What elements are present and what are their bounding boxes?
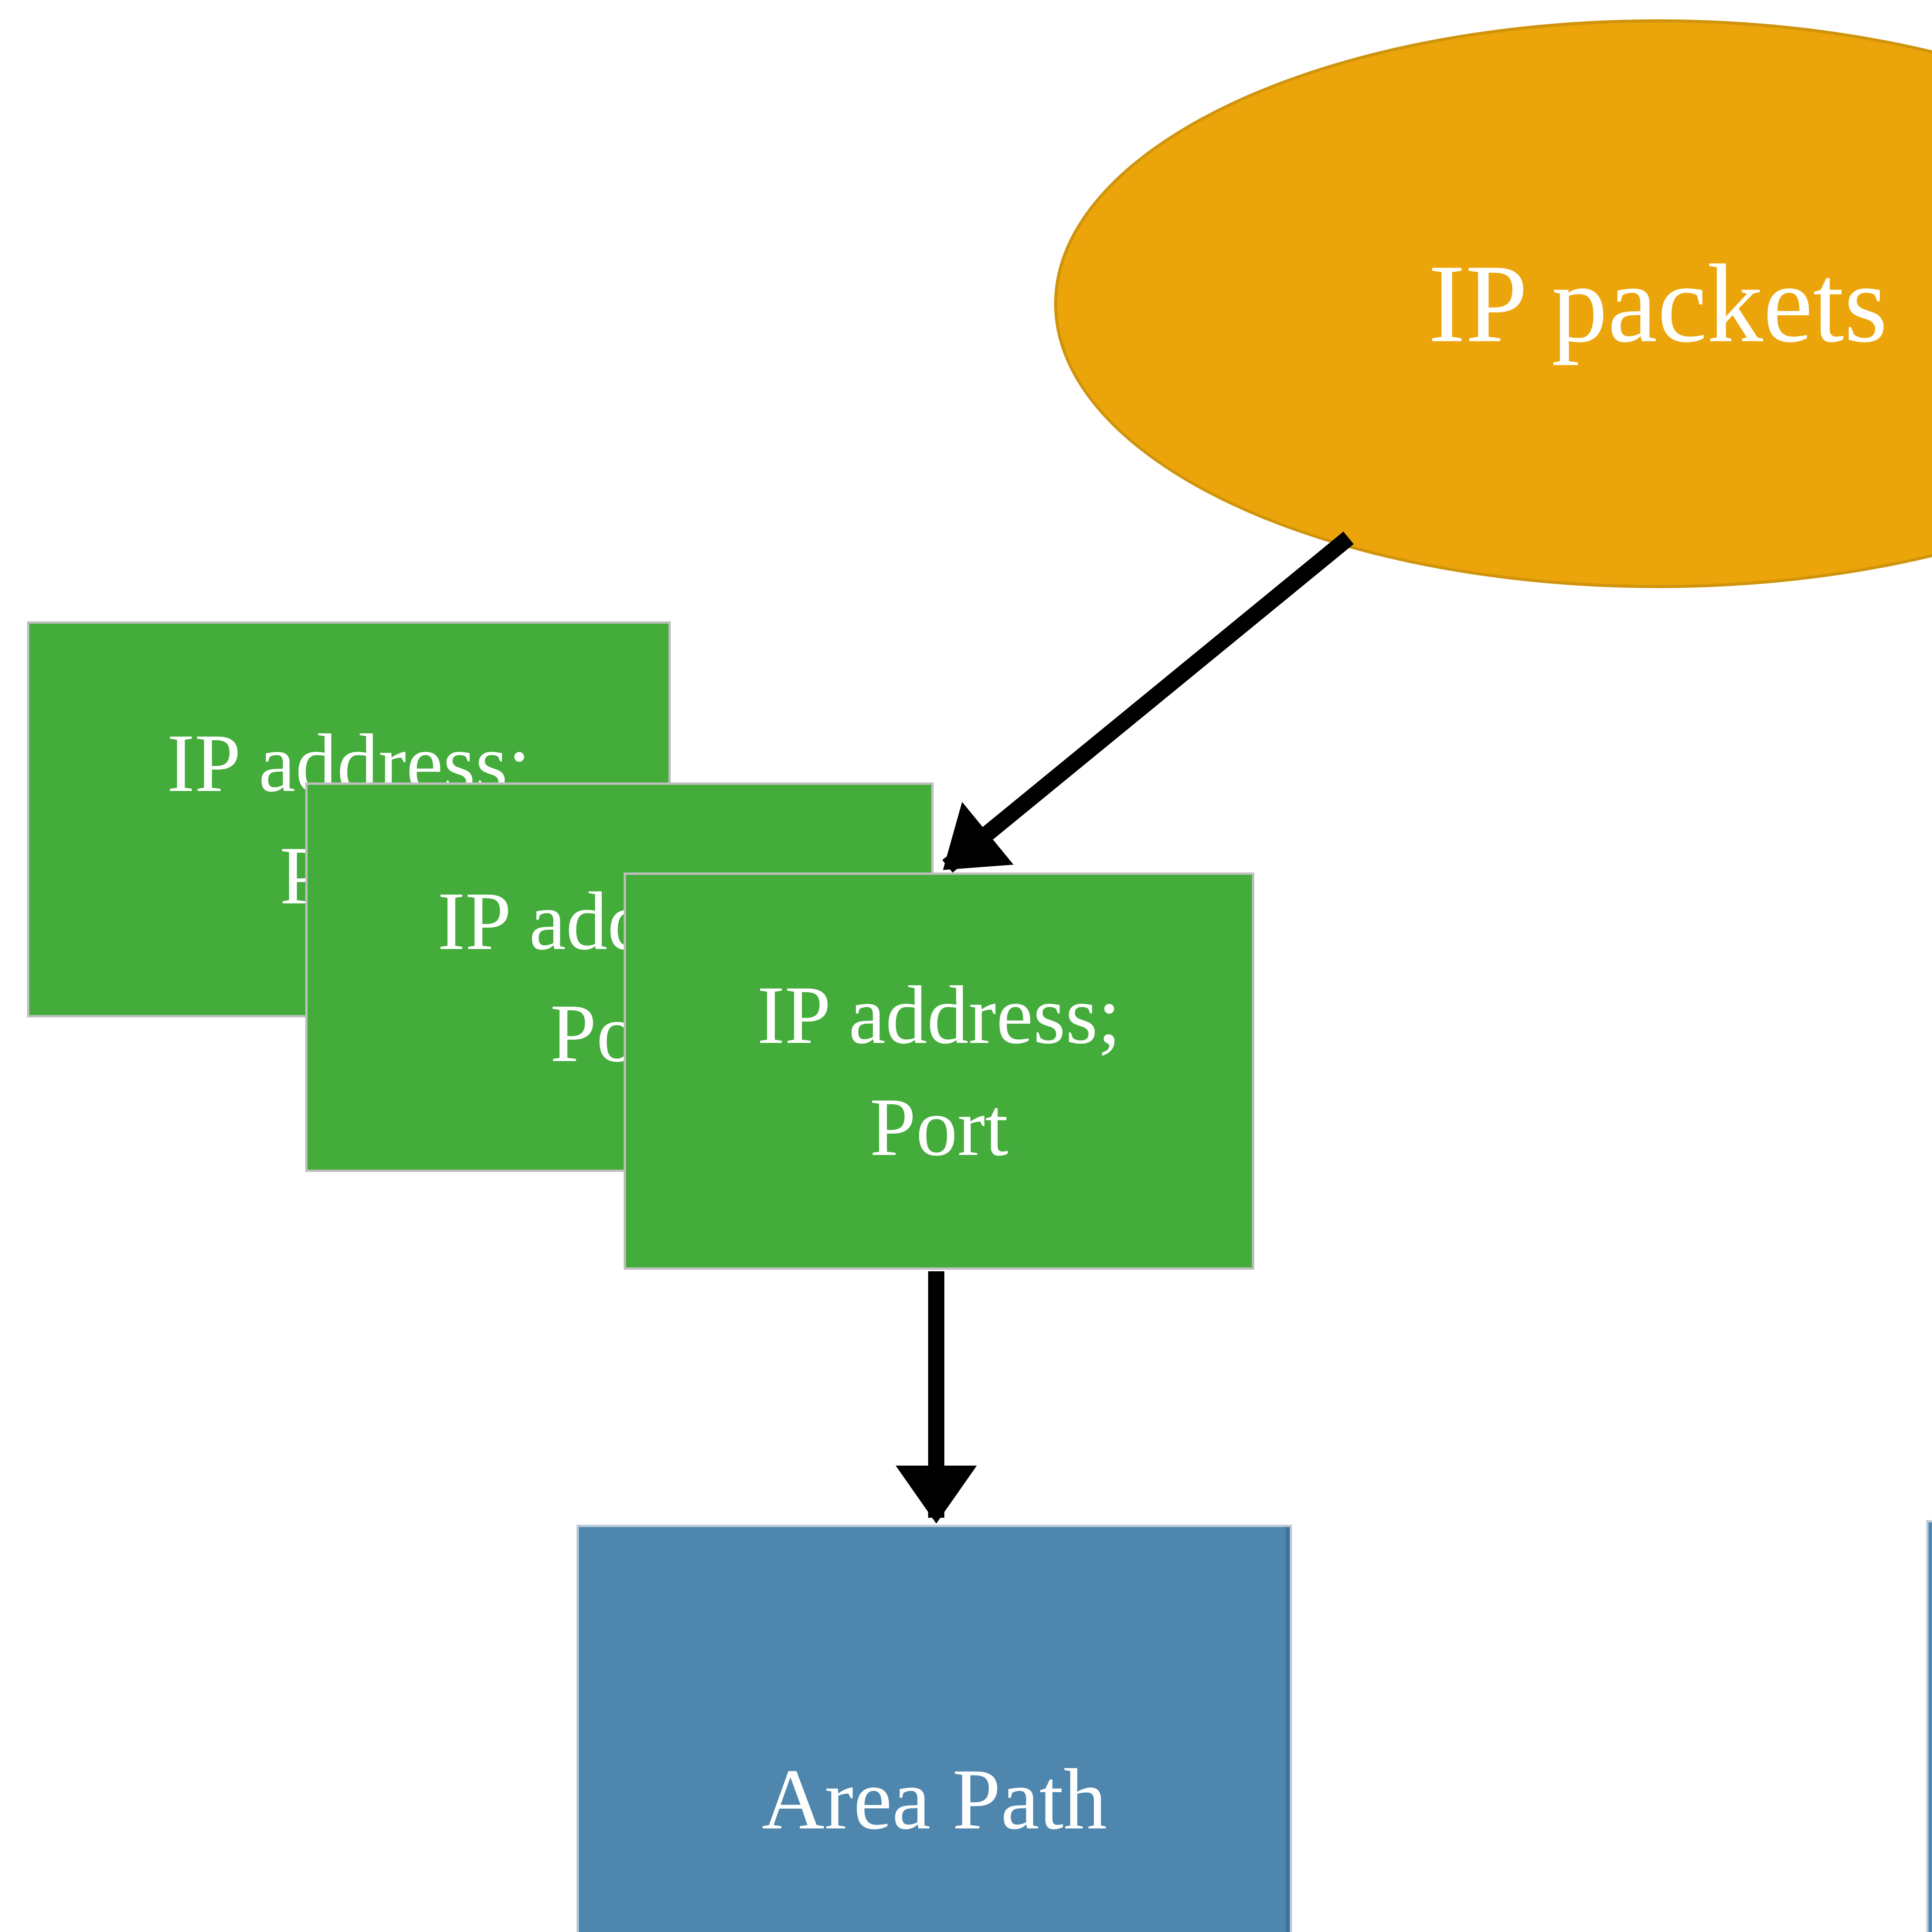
arrow-root-to-packets — [942, 531, 1354, 873]
area-path-node: Area Path — [577, 1525, 1292, 1932]
ip-packets-label: IP packets — [1428, 242, 1888, 366]
ip-packets-node: IP packets — [1054, 19, 1932, 588]
area-path-label: Area Path — [762, 1750, 1107, 1847]
packet-card-front-label: IP address; Port — [757, 968, 1121, 1173]
averages-node: Average Time Interval; Average Bytes; Ra… — [1926, 1520, 1932, 1932]
packet-card-front: IP address; Port — [624, 872, 1254, 1270]
